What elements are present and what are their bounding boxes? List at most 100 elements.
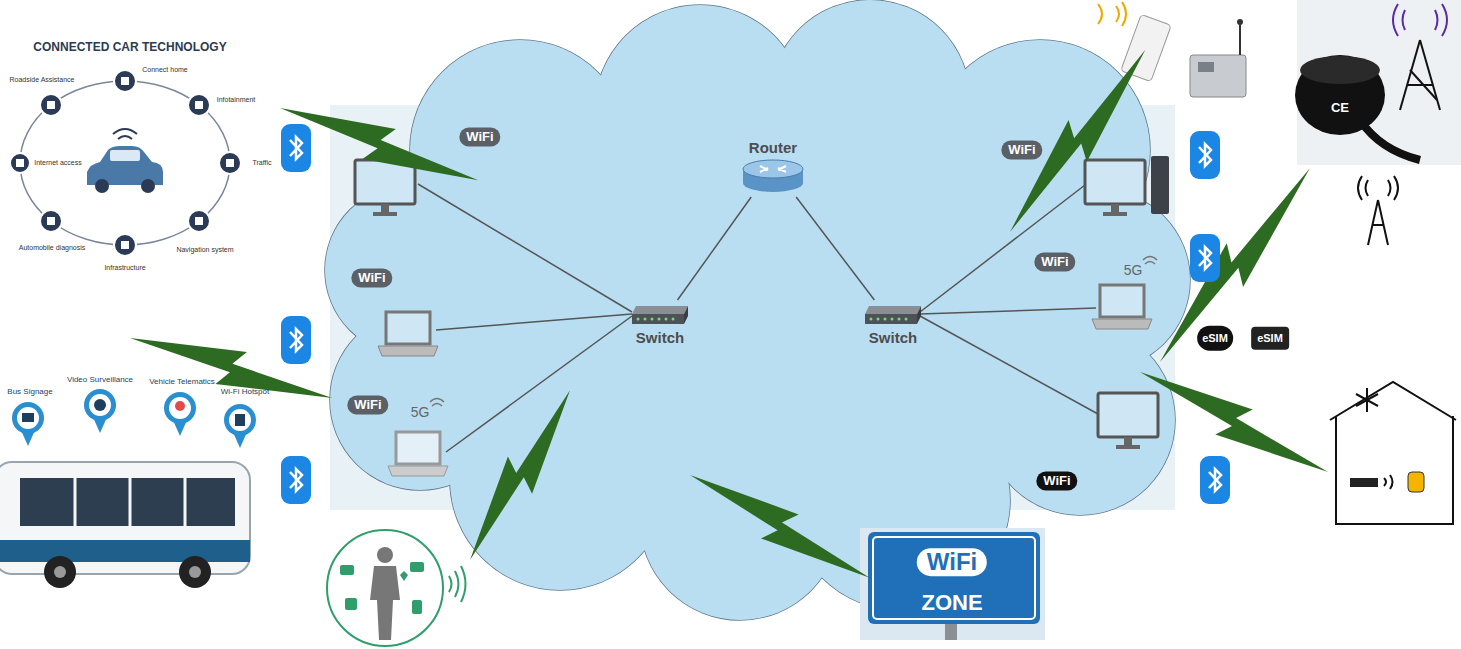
car-illustration-part	[16, 77, 234, 249]
laptop-icon-part	[378, 346, 438, 356]
laptop-icon	[388, 432, 448, 476]
monitor-icon-part	[1151, 156, 1169, 214]
monitor-icon-part	[1098, 393, 1158, 437]
bluetooth-icon-part-part	[290, 329, 302, 351]
bus-illustration-part-part	[94, 399, 106, 411]
bus-illustration-part	[22, 399, 245, 426]
switch-icon-part	[658, 318, 661, 321]
switch-icon-part	[632, 314, 684, 324]
feature-label: Infrastructure	[104, 264, 145, 272]
car-illustration-part	[10, 70, 241, 256]
mark-text: CE	[1331, 101, 1349, 116]
wifi-badge: WiFi	[1001, 141, 1042, 160]
esim-badge: eSIM	[1197, 326, 1233, 351]
smart-meter-device-part-part	[1410, 70, 1437, 100]
health-illustration-part	[449, 566, 466, 602]
smart-house-part	[1330, 382, 1456, 524]
switch-icon-part	[898, 318, 901, 321]
switch-node: Switch	[859, 300, 927, 349]
bluetooth-icon-part-part	[1200, 456, 1230, 504]
smart-meter-device-part-part	[1435, 10, 1438, 30]
car-illustration-part	[20, 81, 230, 245]
bus-illustration-part-part	[235, 414, 245, 426]
lightning-link-part	[453, 380, 587, 570]
sensor-device-part	[1190, 55, 1246, 97]
device-label: Switch	[865, 328, 921, 347]
network-tag: 5G	[411, 404, 430, 420]
switch-node: Switch	[626, 300, 694, 349]
smart-house-part-part	[1330, 382, 1456, 420]
lightning-link-part	[1131, 355, 1338, 490]
sign-text: WiFi	[917, 548, 987, 576]
car-illustration-part	[110, 150, 140, 161]
monitor-icon-part	[1103, 212, 1127, 216]
smart-meter-device-part-part	[1407, 84, 1433, 86]
bus-illustration-part-part	[20, 428, 36, 446]
smart-meter-device-part	[1295, 55, 1385, 135]
feature-label: Video Surveillance	[67, 375, 133, 384]
monitor-icon-part	[1116, 445, 1140, 449]
wifi-badge: WiFi	[1036, 472, 1077, 491]
switch-icon-part	[917, 306, 921, 324]
feature-label: Traffic	[252, 159, 271, 167]
switch-icon-part	[665, 318, 668, 321]
bus-illustration-part	[20, 478, 235, 526]
bus-illustration-part	[44, 556, 76, 588]
monitor-icon-part	[1111, 204, 1119, 212]
monitor-icon	[1098, 393, 1158, 449]
lightning-link	[124, 38, 1337, 595]
bus-illustration-part-part	[74, 478, 77, 526]
sensor-device-part-part	[1116, 6, 1119, 22]
bluetooth-icon-part-part	[1199, 247, 1211, 269]
network-wire-part	[920, 308, 1096, 314]
smart-meter-device	[1295, 0, 1461, 165]
health-illustration-part-part	[410, 562, 424, 572]
car-illustration-part	[118, 136, 132, 139]
bluetooth-icon-part-part	[1209, 469, 1221, 491]
cell-tower-part	[1378, 200, 1388, 245]
cell-tower-part	[1372, 224, 1384, 226]
health-illustration-part	[370, 566, 400, 640]
switch-icon-part	[651, 318, 654, 321]
health-illustration-part-part	[345, 598, 357, 610]
bus-illustration-part-part	[229, 409, 251, 431]
bus-illustration-part-part	[175, 401, 185, 411]
bus-illustration-part	[75, 478, 185, 526]
smart-meter-device-part-part	[1442, 4, 1447, 36]
smart-house-part-part	[1390, 475, 1393, 489]
feature-label: Bus Signage	[7, 387, 52, 396]
car-illustration-part	[87, 146, 163, 185]
bluetooth-icon-part	[281, 124, 311, 172]
bus-illustration-part-part	[22, 413, 34, 422]
network-wire-part	[446, 316, 632, 452]
switch-icon-part	[672, 318, 675, 321]
cell-tower	[1358, 176, 1398, 245]
monitor-icon-part	[381, 204, 389, 212]
signal-wave-part	[1143, 257, 1157, 261]
feature-label: Roadside Assistance	[10, 76, 75, 84]
smart-meter-device-part-part	[1400, 40, 1420, 110]
bluetooth-icon-part	[281, 316, 311, 364]
sensor-device-part-part	[1122, 2, 1126, 26]
cloud-outline	[325, 0, 1190, 620]
wifi-badge: WiFi	[1034, 253, 1075, 272]
bus-illustration	[0, 389, 256, 588]
smart-meter-device-part	[1393, 4, 1447, 36]
switch-icon	[861, 302, 925, 328]
signal-wave	[430, 257, 1157, 407]
health-illustration-part-part	[400, 571, 408, 581]
monitor-icon-part	[373, 212, 397, 216]
switch-icon-part	[905, 318, 908, 321]
device-label: Switch	[632, 328, 688, 347]
car-illustration-part-part	[47, 217, 55, 225]
car-illustration-part-part	[16, 159, 24, 167]
car-illustration-part-part	[226, 159, 234, 167]
monitor-icon	[1085, 156, 1169, 216]
wifi-badge: WiFi	[351, 269, 392, 288]
esim-badge: eSIM	[1251, 327, 1289, 350]
smart-house-part-part	[1356, 394, 1378, 406]
bus-illustration-part	[0, 462, 250, 574]
network-wire-part	[418, 184, 632, 312]
bluetooth-icon-part-part	[1190, 131, 1220, 179]
